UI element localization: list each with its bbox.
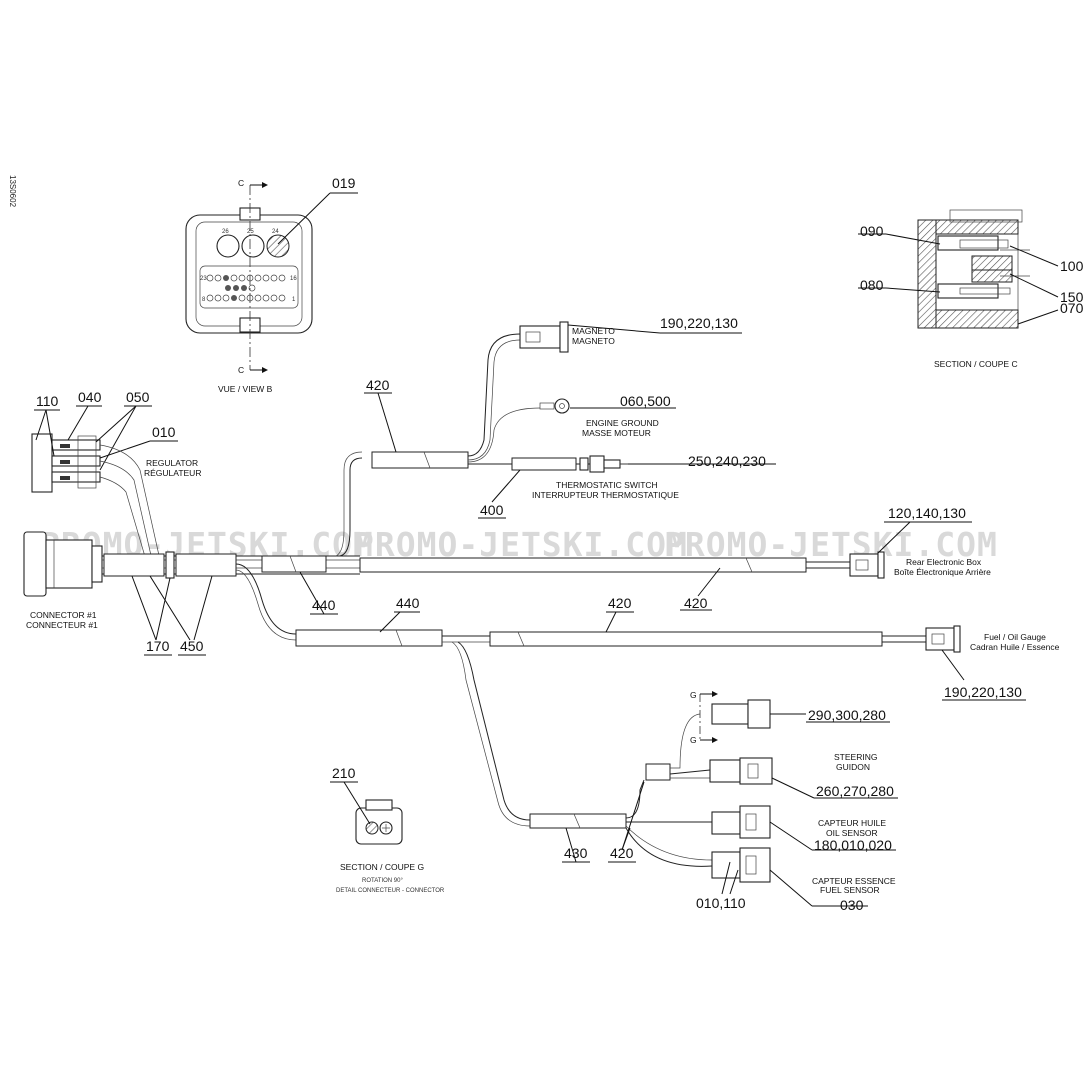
ref-010: 010 — [152, 424, 176, 440]
ref-210: 210 — [332, 765, 356, 781]
ref-040: 040 — [78, 389, 102, 405]
fuel-sensor-connector — [711, 847, 771, 883]
fuel-sensor-label-fr: CAPTEUR ESSENCE — [812, 876, 896, 886]
ref-190-220-130-gauge: 190,220,130 — [944, 684, 1022, 700]
pin-label-1: 1 — [292, 297, 296, 303]
pin-label-24: 24 — [272, 229, 279, 235]
detail-connector-note: DETAIL CONNECTEUR - CONNECTOR — [336, 888, 445, 894]
ref-080: 080 — [860, 277, 884, 293]
ref-010-110: 010,110 — [696, 895, 746, 911]
section-g-title: SECTION / COUPE G — [340, 862, 424, 872]
main-trunk — [102, 551, 850, 579]
magneto-label-fr: MAGNETO — [572, 336, 615, 346]
cut-label-g-bottom: G — [690, 735, 697, 745]
ref-260-270-280: 260,270,280 — [816, 783, 894, 799]
sensor-branch — [451, 641, 713, 867]
ref-090: 090 — [860, 223, 884, 239]
document-id: 13S0602 — [8, 175, 17, 208]
ref-430: 430 — [564, 845, 588, 861]
regulator-label-fr: RÉGULATEUR — [144, 468, 201, 478]
ref-120-140-130: 120,140,130 — [888, 505, 966, 521]
ref-060-500: 060,500 — [620, 393, 671, 409]
ref-019: 019 — [332, 175, 356, 191]
steering-label-en: STEERING — [834, 752, 877, 762]
pin-label-8: 8 — [202, 297, 206, 303]
ref-250-240-230: 250,240,230 — [688, 453, 766, 469]
cut-label-c-bottom: C — [238, 365, 244, 375]
view-b-title: VUE / VIEW B — [218, 384, 273, 394]
ref-420-sensor: 420 — [610, 845, 634, 861]
regulator-label-en: REGULATOR — [146, 458, 198, 468]
ref-440-trunk: 440 — [312, 597, 336, 613]
ref-150: 150 — [1060, 289, 1084, 305]
pin-label-25: 25 — [247, 229, 254, 235]
connector-1 — [23, 531, 103, 597]
rear-electronic-box-connector — [849, 551, 885, 579]
pin-label-23: 23 — [200, 276, 207, 282]
thermostatic-label-fr: INTERRUPTEUR THERMOSTATIQUE — [532, 490, 679, 500]
ref-050: 050 — [126, 389, 150, 405]
steering-connector — [709, 757, 773, 785]
ref-070: 070 — [1060, 300, 1084, 316]
fuel-sensor-label-en: FUEL SENSOR — [820, 885, 880, 895]
engine-ground-terminal — [539, 398, 570, 414]
connector-1-label-fr: CONNECTEUR #1 — [26, 620, 98, 630]
ref-190-220-130-magneto: 190,220,130 — [660, 315, 738, 331]
ref-030: 030 — [840, 897, 864, 913]
rear-box-label-en: Rear Electronic Box — [906, 557, 982, 567]
section-g-connector — [355, 799, 403, 845]
rotation-note: ROTATION 90° — [362, 878, 403, 884]
ref-290-300-280: 290,300,280 — [808, 707, 886, 723]
ref-440-lower: 440 — [396, 595, 420, 611]
magneto-label-en: MAGNETO — [572, 326, 615, 336]
thermostatic-label-en: THERMOSTATIC SWITCH — [556, 480, 658, 490]
steering-label-fr: GUIDON — [836, 762, 870, 772]
regulator-connectors — [31, 433, 101, 493]
ref-400: 400 — [480, 502, 504, 518]
section-c-title: SECTION / COUPE C — [934, 359, 1018, 369]
gauge-branch — [235, 563, 926, 647]
magneto-connector — [519, 321, 569, 353]
ref-180-010-020: 180,010,020 — [814, 837, 892, 853]
ref-170: 170 — [146, 638, 170, 654]
oil-sensor-label-fr: CAPTEUR HUILE — [818, 818, 886, 828]
view-b-connector-face: 26 25 24 23 16 8 1 C C VUE / VIEW B — [185, 178, 313, 394]
gauge-label-en: Fuel / Oil Gauge — [984, 632, 1046, 642]
ref-420-gauge: 420 — [608, 595, 632, 611]
oil-sensor-label-en: OIL SENSOR — [826, 828, 878, 838]
pin-grid — [206, 274, 286, 302]
section-c-detail: SECTION / COUPE C — [917, 209, 1030, 369]
upper-branch — [335, 333, 640, 557]
pin-label-26: 26 — [222, 229, 229, 235]
connector-1-label-en: CONNECTOR #1 — [30, 610, 97, 620]
ref-450: 450 — [180, 638, 204, 654]
fuel-oil-gauge-connector — [925, 625, 961, 653]
oil-sensor-connector — [711, 805, 771, 839]
engine-ground-label-fr: MASSE MOTEUR — [582, 428, 651, 438]
ref-420-upper: 420 — [366, 377, 390, 393]
gauge-label-fr: Cadran Huile / Essence — [970, 642, 1060, 652]
pin-label-16: 16 — [290, 276, 297, 282]
engine-ground-label-en: ENGINE GROUND — [586, 418, 659, 428]
ref-100: 100 — [1060, 258, 1084, 274]
ref-420-rear: 420 — [684, 595, 708, 611]
rear-box-label-fr: Boîte Électronique Arrière — [894, 567, 991, 577]
cut-label-c-top: C — [238, 178, 244, 188]
ref-110: 110 — [36, 393, 59, 409]
cut-label-g-top: G — [690, 690, 697, 700]
steering-connector-top — [699, 691, 771, 743]
